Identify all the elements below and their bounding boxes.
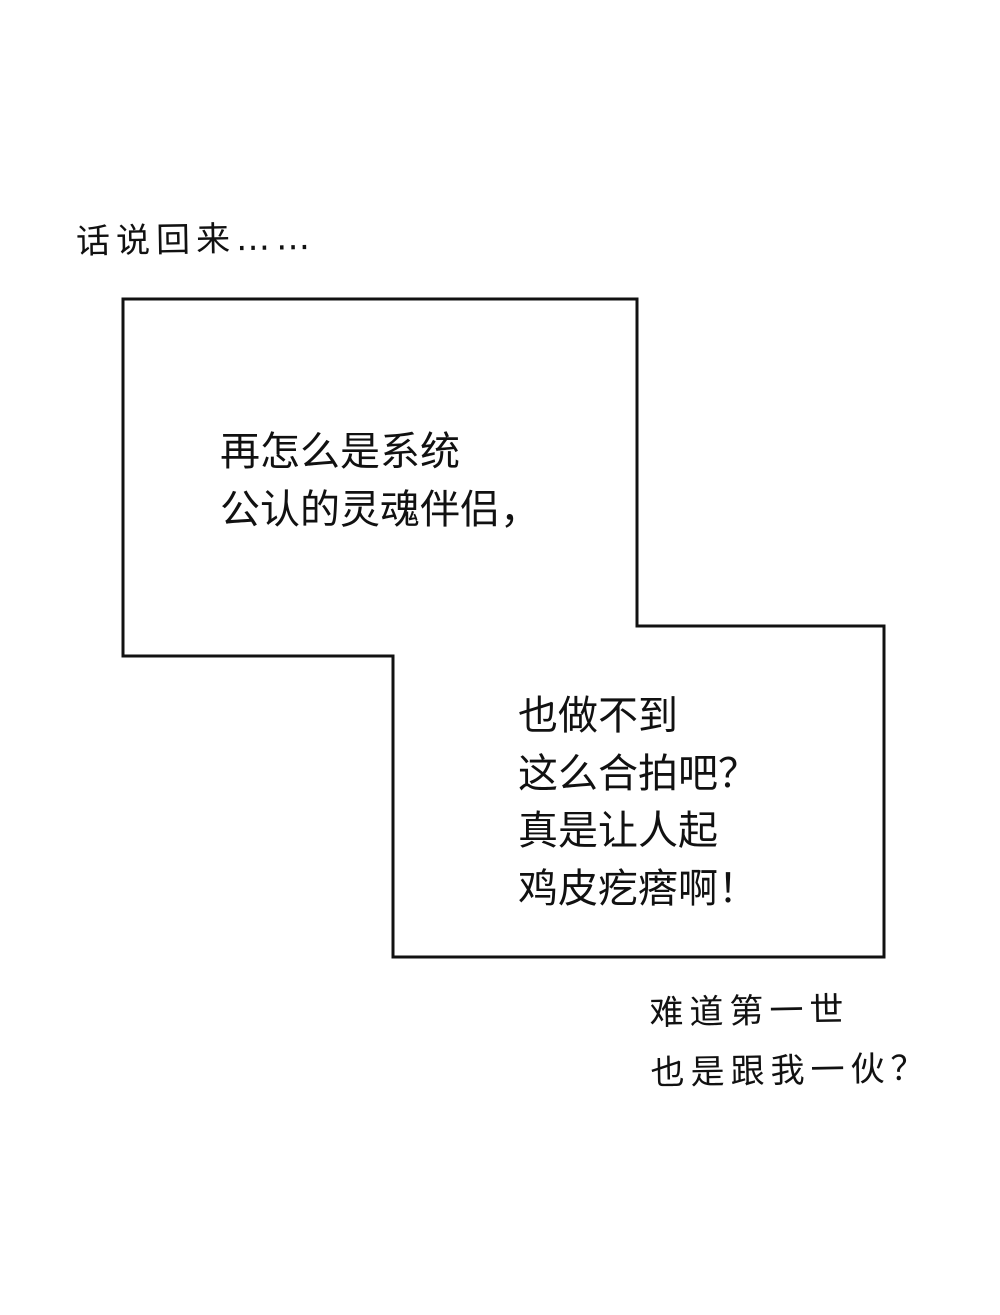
panel-upper-line-2: 公认的灵魂伴侣，	[220, 486, 540, 533]
panel-upper-text: 再怎么是系统 公认的灵魂伴侣，	[220, 424, 540, 539]
panel-lower-line-1: 也做不到	[518, 693, 678, 739]
panel-upper-line-1: 再怎么是系统	[220, 429, 460, 475]
panel-lower-line-4: 鸡皮疙瘩啊！	[518, 865, 758, 912]
panel-lower-line-3: 真是让人起	[518, 808, 718, 855]
caption-bottom-line-2: 也是跟我一伙？	[650, 1048, 931, 1093]
caption-bottom: 难道第一世 也是跟我一伙？	[649, 980, 931, 1104]
panel-outline	[121, 297, 886, 959]
panel-lower-text: 也做不到 这么合拍吧？ 真是让人起 鸡皮疙瘩啊！	[518, 688, 758, 918]
caption-bottom-line-1: 难道第一世	[649, 989, 850, 1034]
panel-lower-line-2: 这么合拍吧？	[518, 750, 758, 797]
